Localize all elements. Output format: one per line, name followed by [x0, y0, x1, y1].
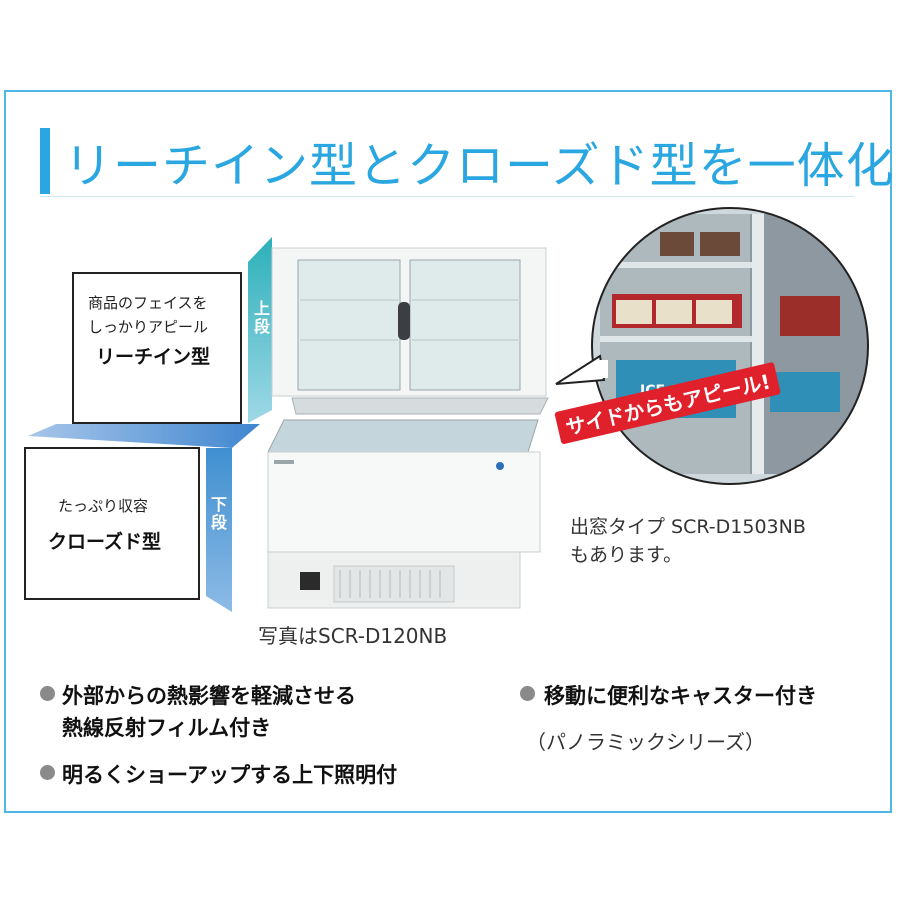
feature-2: 明るくショーアップする上下照明付 [62, 763, 398, 787]
feature-1-line1: 外部からの熱影響を軽減させる [62, 684, 356, 708]
reach-in-name: リーチイン型 [96, 346, 211, 368]
reach-in-desc-1: 商品のフェイスを [88, 294, 208, 312]
title-accent-bar [40, 128, 50, 194]
reach-in-box: 商品のフェイスを しっかりアピール リーチイン型 [72, 272, 242, 424]
feature-3-sub: （パノラミックシリーズ） [526, 730, 765, 754]
variant-note-line2: もあります。 [570, 544, 683, 566]
content-frame [4, 90, 892, 813]
variant-note: 出窓タイプ SCR-D1503NB もあります。 [570, 513, 806, 569]
closed-desc: たっぷり収容 [58, 497, 149, 515]
feature-1-line2: 熱線反射フィルム付き [62, 716, 272, 740]
closed-name: クローズド型 [48, 531, 162, 553]
feature-3: 移動に便利なキャスター付き [544, 684, 817, 708]
bullet-icon [40, 686, 55, 701]
page-title: リーチイン型とクローズド型を一体化 [64, 138, 895, 194]
bullet-icon [40, 765, 55, 780]
reach-in-desc-2: しっかりアピール [88, 318, 209, 336]
variant-note-line1: 出窓タイプ SCR-D1503NB [570, 516, 806, 538]
upper-band-label: 上段 [254, 299, 271, 336]
bullet-icon [520, 686, 535, 701]
lower-band-label: 下段 [211, 495, 228, 532]
photo-caption: 写真はSCR-D120NB [258, 624, 448, 648]
title-divider [40, 196, 854, 197]
closed-box: たっぷり収容 クローズド型 [24, 447, 200, 600]
